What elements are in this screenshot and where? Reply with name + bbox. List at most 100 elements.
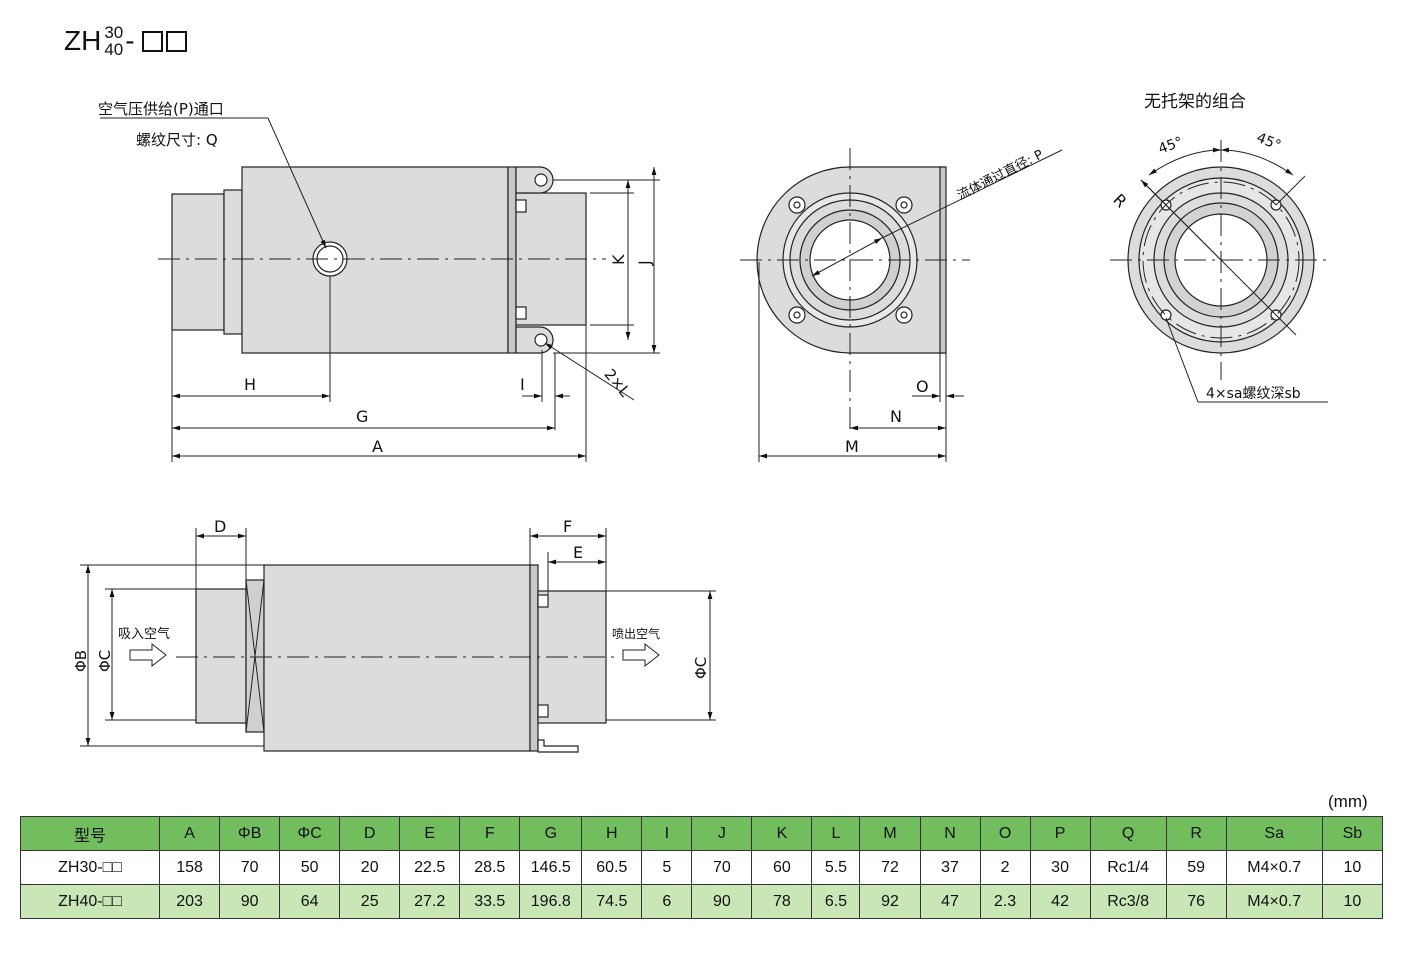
table-cell: 22.5 [399, 850, 461, 885]
table-cell: 158 [159, 850, 221, 885]
table-cell: 42 [1029, 884, 1091, 919]
table-cell: 27.2 [399, 884, 461, 919]
dim-R-label: R [1109, 190, 1130, 211]
table-cell: 5 [641, 850, 693, 885]
table-header-cell: 型号 [19, 816, 161, 851]
dim-phiC-right-label: ΦC [692, 657, 710, 679]
table-cell: 76 [1165, 884, 1227, 919]
title-size-stack: 30 40 [104, 24, 123, 58]
thread-size-label: 螺纹尺寸: Q [136, 131, 218, 149]
table-cell: 78 [751, 884, 813, 919]
table-header-cell: ΦC [279, 816, 341, 851]
dim-E-label: E [573, 543, 583, 562]
dim-O-label: O [916, 377, 929, 396]
table-cell: 72 [859, 850, 921, 885]
table-cell: 50 [279, 850, 341, 885]
dim-D-label: D [214, 517, 226, 536]
table-header-cell: E [399, 816, 461, 851]
supply-port-label: 空气压供给(P)通口 [98, 100, 224, 118]
table-cell: 20 [339, 850, 401, 885]
table-cell: ZH40-□□ [19, 884, 161, 919]
table-cell: 25 [339, 884, 401, 919]
table-header-cell: A [159, 816, 221, 851]
table-cell: 28.5 [459, 850, 521, 885]
table-cell: 2 [979, 850, 1031, 885]
table-header-cell: I [641, 816, 693, 851]
table-cell: 92 [859, 884, 921, 919]
side-view [171, 166, 587, 354]
fluid-dia-label: 流体通过直径: P [955, 147, 1046, 203]
table-cell: 70 [691, 850, 753, 885]
title-dash: - [125, 25, 135, 56]
table-header-cell: P [1029, 816, 1091, 851]
title-size-40: 40 [104, 40, 124, 59]
dim-A-label: A [372, 437, 383, 456]
table-header-cell: Sa [1225, 816, 1323, 851]
table-header-cell: O [979, 816, 1031, 851]
table-cell: 6 [641, 884, 693, 919]
table-cell: 90 [219, 884, 281, 919]
lower-side-view [195, 564, 607, 753]
table-header-cell: ΦB [219, 816, 281, 851]
dim-I-label: I [520, 375, 525, 394]
table-cell: Rc1/4 [1089, 850, 1167, 885]
dim-G-label: G [356, 407, 368, 426]
table-cell: M4×0.7 [1225, 884, 1323, 919]
table-header-cell: L [811, 816, 861, 851]
exhaust-air-label: 喷出空气 [612, 626, 660, 641]
table-cell: M4×0.7 [1225, 850, 1323, 885]
table-cell: 47 [919, 884, 981, 919]
dim-H-label: H [244, 375, 256, 394]
table-cell: ZH30-□□ [19, 850, 161, 885]
no-bracket-title: 无托架的组合 [1144, 92, 1246, 112]
dim-M-label: M [845, 437, 859, 456]
table-header-cell: G [519, 816, 583, 851]
table-cell: 60 [751, 850, 813, 885]
angle-b-label: 45° [1254, 130, 1283, 154]
table-header-cell: N [919, 816, 981, 851]
dim-F-label: F [563, 517, 572, 536]
table-cell: 90 [691, 884, 753, 919]
model-title: ZH 30 40 - [64, 24, 187, 58]
table-header-cell: D [339, 816, 401, 851]
dim-N-label: N [890, 407, 902, 426]
table-header-cell: M [859, 816, 921, 851]
dim-J-label: J [635, 260, 654, 266]
dim-phiC-left-label: ΦC [96, 650, 114, 672]
table-cell: 5.5 [811, 850, 861, 885]
table-cell: 10 [1321, 884, 1384, 919]
table-cell: 6.5 [811, 884, 861, 919]
two-l-label: 2×L [601, 365, 635, 400]
table-cell: 37 [919, 850, 981, 885]
table-cell: 196.8 [519, 884, 583, 919]
tapped-holes-label: 4×sa螺纹深sb [1206, 386, 1301, 402]
table-cell: Rc3/8 [1089, 884, 1167, 919]
table-cell: 33.5 [459, 884, 521, 919]
table-cell: 74.5 [581, 884, 643, 919]
table-header-cell: F [459, 816, 521, 851]
table-cell: 2.3 [979, 884, 1031, 919]
table-cell: 30 [1029, 850, 1091, 885]
technical-drawing: 空气压供给(P)通口 螺纹尺寸: Q H I G A K J 2×L 流体通过直… [72, 92, 1332, 753]
table-header-cell: K [751, 816, 813, 851]
table-header-cell: R [1165, 816, 1227, 851]
table-header-cell: Q [1089, 816, 1167, 851]
table-cell: 59 [1165, 850, 1227, 885]
title-size-30: 30 [104, 23, 124, 42]
table-header-cell: H [581, 816, 643, 851]
dim-K-label: K [609, 254, 628, 265]
angle-a-label: 45° [1156, 134, 1185, 158]
dim-phiB-label: ΦB [72, 650, 90, 672]
table-cell: 146.5 [519, 850, 583, 885]
title-placeholder-boxes [139, 30, 187, 52]
table-cell: 64 [279, 884, 341, 919]
table-cell: 10 [1321, 850, 1384, 885]
unit-label: (mm) [1328, 792, 1368, 811]
table-cell: 60.5 [581, 850, 643, 885]
table-header-cell: J [691, 816, 753, 851]
suction-air-label: 吸入空气 [118, 626, 170, 642]
